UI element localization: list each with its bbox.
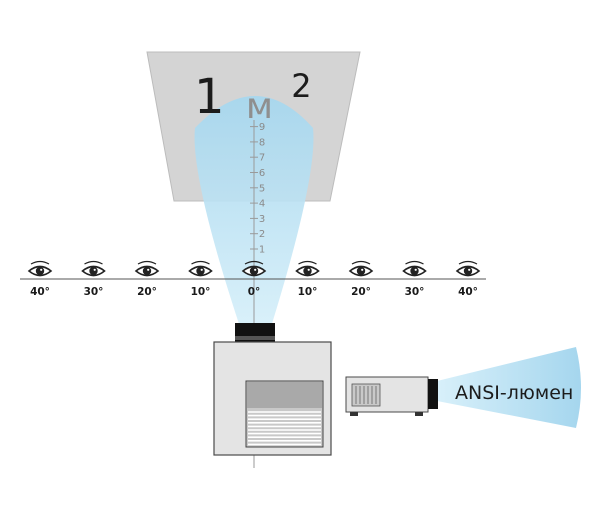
viewing-angle-label: 40° bbox=[458, 286, 478, 298]
eye-iris bbox=[303, 266, 312, 276]
scale-tick-label: 9 bbox=[259, 122, 265, 133]
eye-highlight bbox=[147, 268, 150, 271]
area-unit: м bbox=[246, 86, 273, 127]
eye-icon bbox=[188, 260, 213, 277]
scale-tick-label: 2 bbox=[259, 229, 265, 240]
eye-iris bbox=[196, 266, 205, 276]
eye-icon bbox=[241, 260, 267, 277]
viewing-angle-label: 20° bbox=[351, 286, 371, 298]
viewing-angle-label: 10° bbox=[191, 286, 211, 298]
eye-highlight bbox=[361, 268, 364, 271]
eye-lid bbox=[298, 260, 317, 265]
eye-iris bbox=[249, 266, 259, 276]
side-projector-beam bbox=[437, 347, 581, 428]
viewing-angle-label: 40° bbox=[30, 286, 50, 298]
distance-scale: 1 2 3 4 5 6 7 8 9 bbox=[250, 122, 265, 256]
side-projector-foot-right bbox=[415, 412, 423, 416]
scale-tick-label: 6 bbox=[259, 168, 265, 179]
scale-tick-label: 3 bbox=[259, 214, 265, 225]
side-projector-grille bbox=[355, 386, 377, 404]
eye-icon bbox=[402, 260, 427, 277]
eye-icon bbox=[455, 260, 481, 277]
side-projector-icon bbox=[345, 376, 438, 416]
side-projector-vent bbox=[351, 383, 381, 407]
projector-lens-rim bbox=[235, 336, 275, 340]
eye-lid bbox=[137, 260, 157, 265]
eye-highlight bbox=[93, 268, 96, 271]
eye-icon bbox=[81, 260, 106, 277]
eye-highlight bbox=[254, 268, 257, 271]
eye-highlight bbox=[414, 268, 417, 271]
viewing-angle-labels: 40° 30° 20° 10° 0° 10° 20° 30° 40° bbox=[30, 286, 478, 298]
viewing-angle-label: 30° bbox=[405, 286, 425, 298]
scale-tick-label: 5 bbox=[259, 183, 265, 194]
eye-iris bbox=[410, 266, 419, 276]
eye-icon bbox=[27, 260, 53, 277]
viewing-angle-label: 30° bbox=[84, 286, 104, 298]
area-power: 2 bbox=[291, 67, 311, 105]
front-projector bbox=[213, 323, 332, 456]
area-number: 1 bbox=[194, 69, 225, 125]
eye-lid bbox=[405, 260, 424, 265]
scale-tick-label: 1 bbox=[259, 245, 265, 256]
eye-highlight bbox=[200, 268, 203, 271]
eye-highlight bbox=[307, 268, 310, 271]
viewing-angle-label: 10° bbox=[298, 286, 318, 298]
projector-vent-shade bbox=[247, 382, 322, 408]
eye-icon bbox=[295, 260, 320, 277]
eye-lid bbox=[84, 260, 103, 265]
viewing-angle-label: 0° bbox=[248, 286, 261, 298]
side-projector-lens bbox=[428, 379, 438, 409]
brightness-unit-label: ANSI-люмен bbox=[455, 382, 573, 404]
eye-iris bbox=[89, 266, 98, 276]
eye-lid bbox=[458, 260, 478, 265]
eye-iris bbox=[35, 266, 45, 276]
scale-tick-label: 4 bbox=[259, 199, 265, 210]
viewing-angle-label: 20° bbox=[137, 286, 157, 298]
screen-area-label: 1 м 2 bbox=[194, 67, 312, 130]
eye-lid bbox=[244, 260, 264, 265]
eye-icon bbox=[348, 260, 374, 277]
eye-lid bbox=[351, 260, 371, 265]
eye-lid bbox=[191, 260, 210, 265]
eye-iris bbox=[463, 266, 473, 276]
scale-tick-label: 8 bbox=[259, 137, 265, 148]
eye-iris bbox=[356, 266, 366, 276]
eye-highlight bbox=[468, 268, 471, 271]
eye-lid bbox=[30, 260, 50, 265]
eye-icon bbox=[134, 260, 160, 277]
scale-tick-label: 7 bbox=[259, 153, 265, 164]
viewer-eye-row bbox=[27, 260, 481, 277]
projector-vent-grille bbox=[248, 411, 321, 446]
eye-iris bbox=[142, 266, 152, 276]
side-projector-foot-left bbox=[350, 412, 358, 416]
eye-highlight bbox=[40, 268, 43, 271]
